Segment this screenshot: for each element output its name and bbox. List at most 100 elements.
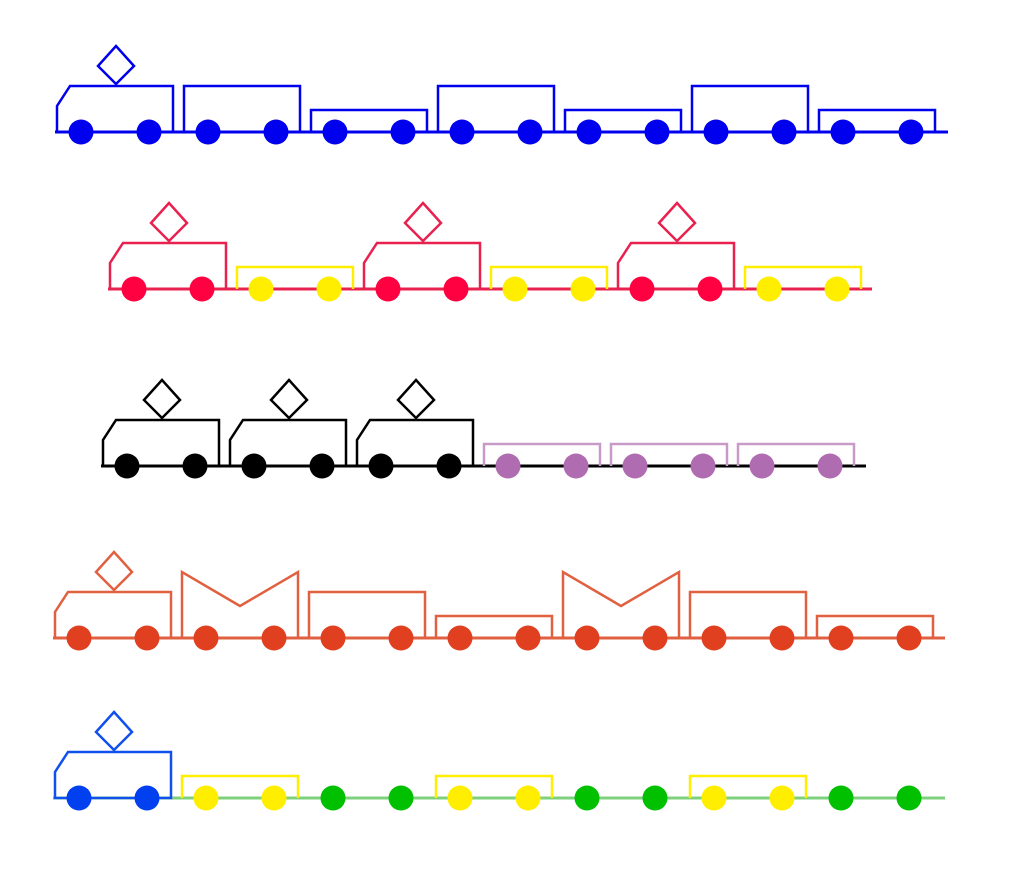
wheel <box>756 276 782 302</box>
wheel <box>701 625 727 651</box>
wheel <box>368 453 394 479</box>
wheel <box>570 276 596 302</box>
train-car <box>828 785 922 811</box>
wheel <box>769 625 795 651</box>
wheel <box>390 119 416 145</box>
pantograph-icon <box>403 201 443 243</box>
wheel <box>263 119 289 145</box>
wheel <box>701 785 727 811</box>
train-car <box>609 442 729 479</box>
flatcar-body <box>688 774 808 798</box>
pantograph-icon <box>94 550 134 592</box>
wheel <box>134 785 160 811</box>
wheel <box>261 625 287 651</box>
wheel <box>644 119 670 145</box>
flatcar-body <box>309 108 429 132</box>
train-car <box>320 785 414 811</box>
flatcar-body <box>482 442 602 466</box>
boxcar-body <box>436 84 556 132</box>
pantograph-icon <box>142 378 182 420</box>
wheel <box>248 276 274 302</box>
wheel <box>66 625 92 651</box>
wheel <box>769 785 795 811</box>
wheel <box>388 625 414 651</box>
train-car <box>235 265 355 302</box>
train-car <box>362 201 482 302</box>
wheel <box>515 785 541 811</box>
train-car <box>489 265 609 302</box>
wheel <box>195 119 221 145</box>
train-car <box>743 265 863 302</box>
wheel <box>629 276 655 302</box>
wheel <box>447 625 473 651</box>
wheel <box>898 119 924 145</box>
train-car <box>228 378 348 479</box>
flatcar-body <box>434 614 554 638</box>
flatcar-body <box>180 774 300 798</box>
train-row <box>108 201 872 302</box>
train-car <box>434 774 554 811</box>
train-car <box>55 44 175 145</box>
wheel <box>121 276 147 302</box>
wheel <box>574 785 600 811</box>
wheel <box>642 625 668 651</box>
wheel <box>697 276 723 302</box>
wheel <box>574 625 600 651</box>
flatcar-body <box>609 442 729 466</box>
wheel <box>563 453 589 479</box>
train-car <box>690 84 810 145</box>
boxcar-body <box>182 84 302 132</box>
train-car <box>180 774 300 811</box>
wheel <box>189 276 215 302</box>
pantograph-icon <box>396 378 436 420</box>
train-car <box>688 774 808 811</box>
train-car <box>482 442 602 479</box>
train-row <box>53 710 945 811</box>
train-row <box>55 44 948 145</box>
pantograph-icon <box>149 201 189 243</box>
wheel <box>817 453 843 479</box>
pantograph-icon <box>94 710 134 752</box>
train-car <box>434 614 554 651</box>
boxcar-body <box>690 84 810 132</box>
pantograph-icon <box>657 201 697 243</box>
train-car <box>309 108 429 145</box>
flatcar-body <box>815 614 935 638</box>
flatcar-body <box>817 108 937 132</box>
flatcar-body <box>743 265 863 289</box>
wheel <box>241 453 267 479</box>
wheel <box>436 453 462 479</box>
flatcar-body <box>563 108 683 132</box>
wheel <box>193 785 219 811</box>
train-car <box>574 785 668 811</box>
train-car <box>108 201 228 302</box>
wheel <box>517 119 543 145</box>
train-car <box>101 378 221 479</box>
wheel <box>316 276 342 302</box>
wheel <box>320 785 346 811</box>
wheel <box>261 785 287 811</box>
wheel <box>576 119 602 145</box>
train-car <box>355 378 475 479</box>
pantograph-icon <box>269 378 309 420</box>
wheel <box>443 276 469 302</box>
flatcar-body <box>489 265 609 289</box>
wheel <box>134 625 160 651</box>
flatcar-body <box>736 442 856 466</box>
pantograph-icon <box>96 44 136 86</box>
wheel <box>515 625 541 651</box>
boxcar-body <box>688 590 808 638</box>
wheel <box>388 785 414 811</box>
wheel <box>449 119 475 145</box>
wheel <box>375 276 401 302</box>
wheel <box>502 276 528 302</box>
wheel <box>495 453 521 479</box>
train-car <box>182 84 302 145</box>
wheel <box>193 625 219 651</box>
wheel <box>66 785 92 811</box>
train-car <box>817 108 937 145</box>
wheel <box>690 453 716 479</box>
wheel <box>114 453 140 479</box>
